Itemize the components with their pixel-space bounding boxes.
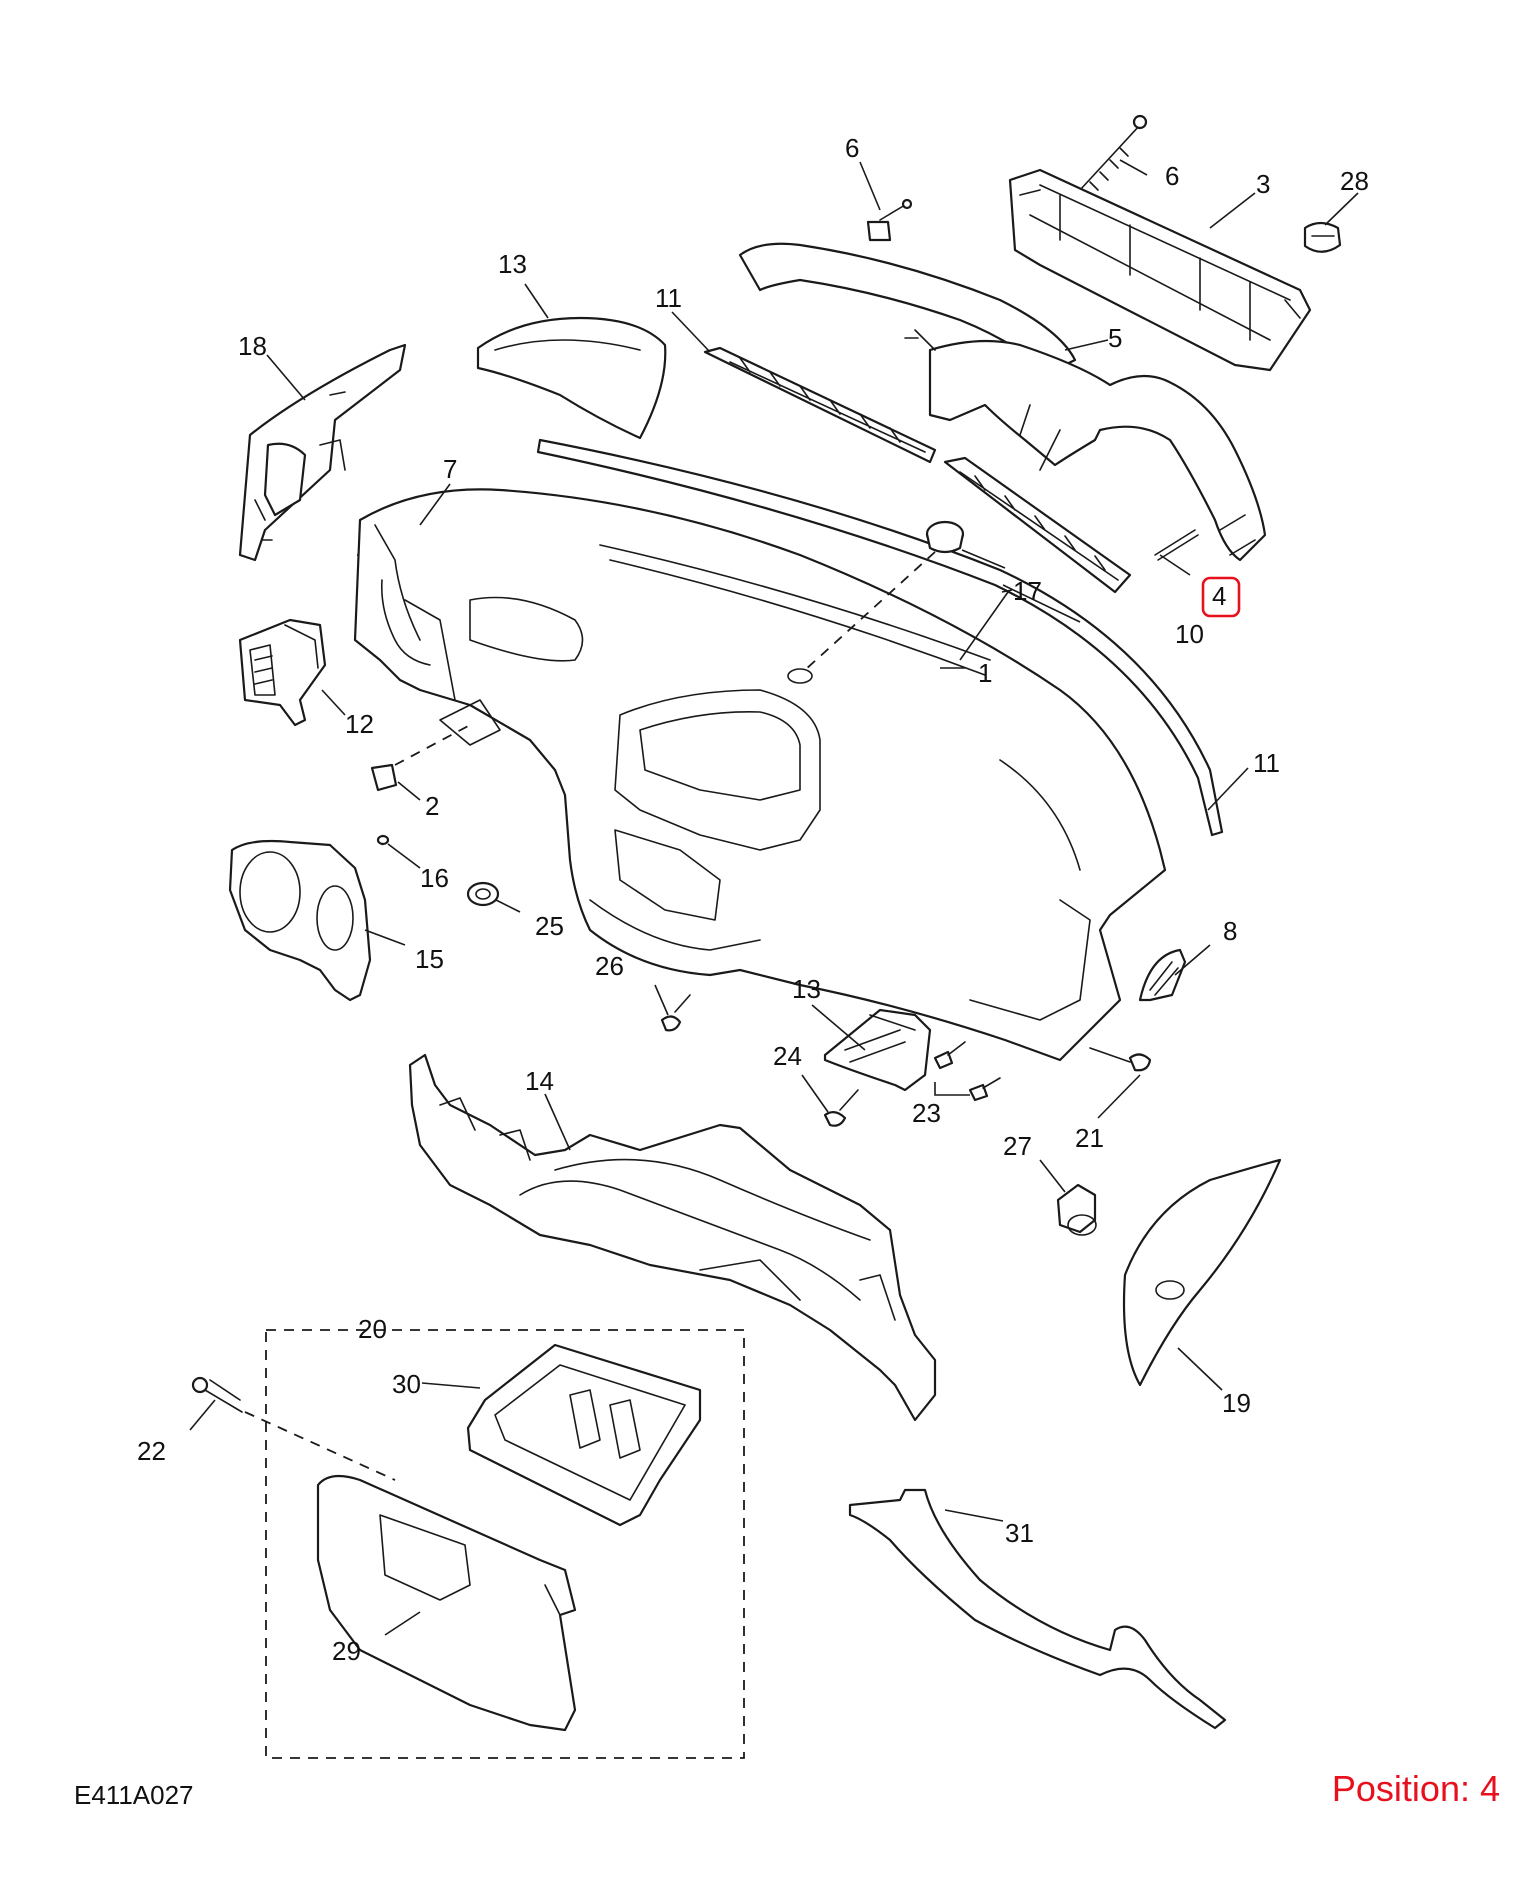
callout-22: 21 xyxy=(1075,1123,1104,1153)
callout-21: 20 xyxy=(358,1314,387,1344)
part-23-bolt xyxy=(191,1376,396,1481)
callout-25: 24 xyxy=(773,1041,802,1071)
part-11-windscreen-strip xyxy=(536,438,1224,837)
part-18-cap xyxy=(804,520,965,671)
callout-26: 25 xyxy=(535,911,564,941)
part-26-nut xyxy=(466,881,500,907)
callout-9: 11 xyxy=(655,283,682,313)
part-6-screw-left xyxy=(866,198,913,242)
part-10-defroster-grille xyxy=(943,456,1132,594)
position-label: Position: 4 xyxy=(1331,1768,1500,1809)
callout-2: 2 xyxy=(425,791,439,821)
callout-17: 16 xyxy=(420,863,449,893)
callout-1: 1 xyxy=(978,658,992,688)
callout-5: 5 xyxy=(1108,323,1122,353)
part-28-switch xyxy=(1056,1183,1097,1236)
part-32-trim-strip xyxy=(848,1488,1227,1730)
callout-24: 23 xyxy=(912,1098,941,1128)
highlight-box-part-4 xyxy=(1201,576,1241,618)
part-4-pin xyxy=(1154,529,1199,561)
callout-31: 30 xyxy=(392,1369,421,1399)
part-3-duct-box xyxy=(1008,168,1312,372)
part-1-dashboard xyxy=(353,488,1167,1062)
callout-10: 10 xyxy=(1175,619,1204,649)
callout-14: 13 xyxy=(498,249,527,279)
part-5-air-duct xyxy=(738,242,1267,562)
callout-8: 8 xyxy=(1223,916,1237,946)
callout-16: 15 xyxy=(415,944,444,974)
callout-32: 31 xyxy=(1005,1518,1034,1548)
part-30-glovebox-lid xyxy=(316,1474,577,1732)
callout-29: 28 xyxy=(1340,166,1369,196)
part-13-center-vent xyxy=(823,1008,932,1092)
callout-27: 26 xyxy=(595,951,624,981)
part-29-clip xyxy=(1303,221,1342,253)
part-12-side-vent xyxy=(238,618,327,727)
callout-15: 14 xyxy=(525,1066,554,1096)
callout-6-top: 6 xyxy=(845,133,859,163)
part-8-side-vent xyxy=(1138,948,1187,1002)
callout-19: 18 xyxy=(238,331,267,361)
part-25-screw xyxy=(823,1089,859,1127)
callout-30: 29 xyxy=(332,1636,361,1666)
callout-4: 4 xyxy=(1212,581,1226,611)
leader-lines xyxy=(189,159,1359,1636)
part-22-screw xyxy=(1089,1047,1152,1072)
part-24-screws xyxy=(933,1041,1001,1102)
callout-13: 13 xyxy=(792,974,821,1004)
callout-23: 22 xyxy=(137,1436,166,1466)
callout-28: 27 xyxy=(1003,1131,1032,1161)
part-15-lower-panel xyxy=(408,1053,937,1422)
diagram-code: E411A027 xyxy=(74,1780,194,1810)
part-19-side-panel xyxy=(238,343,407,562)
part-16-binnacle xyxy=(228,839,372,1002)
callout-6-right: 6 xyxy=(1165,161,1179,191)
callout-labels: 13 11 6 6 3 28 5 18 7 17 4 10 1 12 11 2 … xyxy=(137,133,1369,1666)
part-31-glovebox-liner xyxy=(466,1343,702,1527)
part-20-end-cap xyxy=(1122,1158,1282,1387)
part-9-defroster-grille xyxy=(703,346,937,464)
callout-12: 12 xyxy=(345,709,374,739)
part-2-clip xyxy=(370,724,471,792)
part-17-washer xyxy=(376,834,390,846)
callout-7: 7 xyxy=(443,454,457,484)
part-6-screw-top xyxy=(1079,114,1148,191)
part-21-glovebox-assembly-frame xyxy=(265,1329,745,1759)
callout-18: 17 xyxy=(1013,576,1042,606)
callout-11: 11 xyxy=(1253,748,1280,778)
callout-3: 3 xyxy=(1256,169,1270,199)
callout-20: 19 xyxy=(1222,1388,1251,1418)
part-14-trim-cover xyxy=(476,316,667,440)
part-27-screw xyxy=(660,994,691,1032)
